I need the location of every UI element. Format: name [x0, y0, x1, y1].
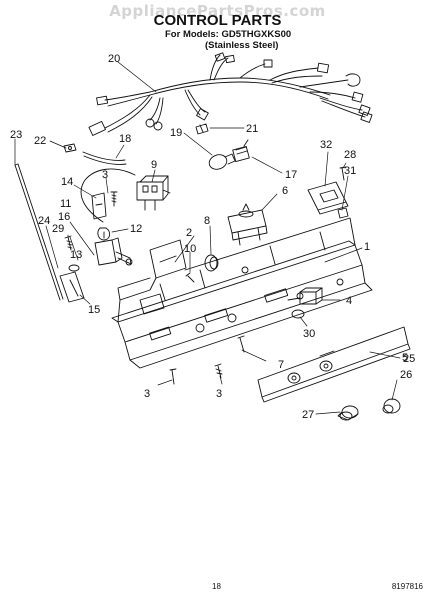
callout-9: 9	[151, 159, 157, 171]
control-housing	[111, 217, 373, 369]
callout-30: 30	[303, 328, 315, 340]
diagram-title: CONTROL PARTS	[153, 12, 282, 29]
screw	[110, 191, 118, 207]
callout-3-b: 3	[144, 388, 150, 400]
wiring-harness	[88, 52, 373, 136]
light-bulb	[208, 153, 236, 170]
callout-6: 6	[282, 185, 288, 197]
damper-control	[94, 237, 133, 266]
callout-5: 5	[402, 352, 408, 364]
screw-left	[169, 368, 177, 385]
retainer-clip	[97, 227, 111, 241]
models-line: For Models: GD5THGXKS00	[165, 29, 292, 40]
washer	[68, 264, 80, 272]
callout-15: 15	[88, 304, 100, 316]
damper-knob	[204, 254, 219, 272]
callout-12: 12	[130, 223, 142, 235]
callout-10: 10	[184, 243, 196, 255]
sensor-bracket	[307, 181, 349, 215]
clip-31	[337, 207, 349, 219]
callout-21: 21	[246, 123, 258, 135]
callout-32: 32	[320, 139, 332, 151]
mounting-clip	[195, 123, 209, 135]
callout-31: 31	[344, 165, 356, 177]
page-number: 18	[212, 582, 221, 591]
callout-11: 11	[60, 198, 71, 210]
insulation-tube	[82, 151, 127, 165]
callout-3-a: 3	[102, 169, 108, 181]
control-knob-left	[337, 405, 359, 421]
bracket	[91, 192, 107, 220]
callout-24: 24	[38, 215, 50, 227]
callout-22: 22	[34, 135, 46, 147]
screw-right	[214, 363, 223, 379]
callout-18: 18	[119, 133, 131, 145]
leader-lines	[14, 61, 401, 415]
capillary-tube	[80, 168, 136, 223]
control-knob-right	[382, 398, 401, 414]
temperature-control	[227, 203, 268, 246]
callout-19: 19	[170, 127, 182, 139]
callout-16: 16	[58, 211, 70, 223]
lever	[59, 271, 85, 303]
callout-2: 2	[186, 227, 192, 239]
callout-17: 17	[285, 169, 297, 181]
callout-14: 14	[61, 176, 73, 188]
callout-27: 27	[302, 409, 314, 421]
thermostat	[136, 175, 171, 211]
callout-7: 7	[278, 359, 284, 371]
callouts: 1 2 3 3 3 4 5 6 7 8 9 10 11 12 13 14 15 …	[10, 53, 415, 421]
callout-3-c: 3	[216, 388, 222, 400]
finish-note: (Stainless Steel)	[205, 40, 279, 51]
callout-25: 25	[403, 353, 415, 365]
watermark: AppliancePartsPros.com	[109, 2, 326, 20]
callout-26: 26	[400, 369, 412, 381]
mounting-bracket	[117, 239, 187, 301]
callout-23: 23	[10, 129, 22, 141]
lamp-socket	[232, 139, 250, 163]
switch-bulb	[291, 309, 305, 319]
callout-20: 20	[108, 53, 120, 65]
grommet	[63, 143, 77, 153]
trim-panel	[257, 326, 411, 403]
callout-13: 13	[70, 249, 82, 261]
control-rod	[14, 163, 64, 301]
callout-29: 29	[52, 223, 64, 235]
callout-8: 8	[204, 215, 210, 227]
mounting-screw	[64, 235, 73, 251]
callout-4: 4	[346, 295, 352, 307]
light-switch	[287, 287, 323, 305]
document-number: 8197816	[391, 582, 423, 591]
screw-7	[237, 335, 245, 353]
callout-1: 1	[364, 241, 370, 253]
callout-28: 28	[344, 149, 356, 161]
screw-10	[185, 272, 195, 283]
